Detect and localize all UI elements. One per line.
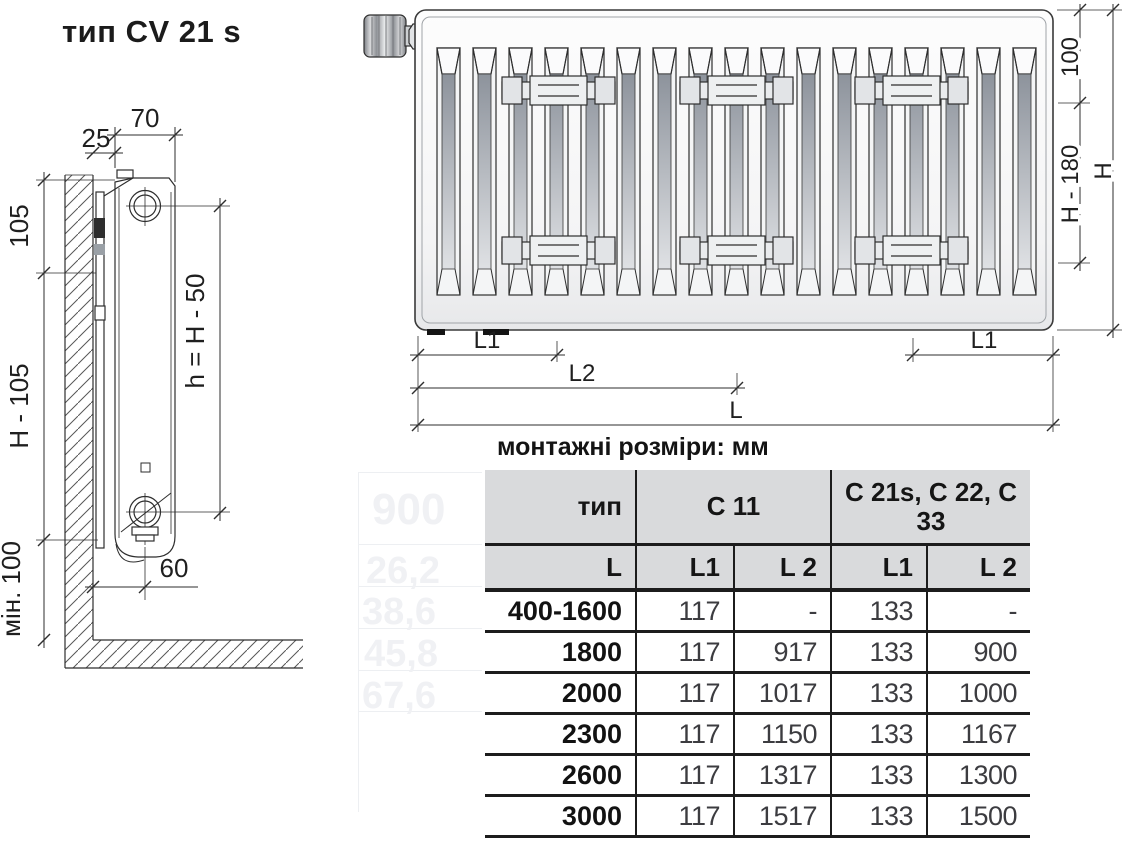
cell-c21-l2: 1167 bbox=[926, 715, 1030, 756]
dim-l1-left-label: L1 bbox=[474, 327, 501, 354]
dim-h105-label: H - 105 bbox=[4, 363, 34, 448]
watermark-line bbox=[358, 670, 482, 671]
dim-l-label: L bbox=[729, 397, 742, 424]
dim-70-label: 70 bbox=[131, 103, 160, 133]
page-title: тип CV 21 s bbox=[62, 14, 242, 49]
radiator-foot bbox=[483, 329, 509, 335]
cell-c21-l2: 900 bbox=[926, 633, 1030, 674]
watermark-value: 900 bbox=[372, 485, 446, 534]
subheader-l: L bbox=[485, 546, 635, 592]
cell-c11-l1: 117 bbox=[635, 797, 733, 838]
cell-c21-l1: 133 bbox=[830, 715, 926, 756]
watermark-value: 45,8 bbox=[364, 633, 438, 675]
subheader-c11-l1: L1 bbox=[635, 546, 733, 592]
subheader-c21-l1: L1 bbox=[830, 546, 926, 592]
dim-100-label: 100 bbox=[1057, 37, 1084, 77]
dim-h180-label: H - 180 bbox=[1057, 145, 1084, 224]
cell-c11-l2: - bbox=[733, 592, 830, 633]
radiator-side-profile bbox=[94, 169, 230, 563]
radiator-foot bbox=[427, 329, 445, 335]
cell-c21-l2: - bbox=[926, 592, 1030, 633]
col-header-c21s-c22-c33: C 21s, C 22, C 33 bbox=[830, 470, 1030, 546]
cell-c21-l2: 1300 bbox=[926, 756, 1030, 797]
row-label: 2000 bbox=[485, 674, 635, 715]
cell-c11-l2: 1150 bbox=[733, 715, 830, 756]
front-dimensions bbox=[410, 3, 1122, 432]
row-label: 1800 bbox=[485, 633, 635, 674]
watermark-line bbox=[358, 628, 482, 629]
cell-c21-l1: 133 bbox=[830, 756, 926, 797]
watermark-line bbox=[358, 472, 359, 812]
dim-min100-label: мін. 100 bbox=[0, 541, 26, 637]
cell-c11-l2: 1017 bbox=[733, 674, 830, 715]
side-view-diagram: 70 25 60 105 H - 105 мін. 100 h = H - 50 bbox=[0, 103, 303, 669]
watermark-line bbox=[358, 472, 482, 473]
cell-c11-l2: 1317 bbox=[733, 756, 830, 797]
mounting-dimensions-table: тип C 11 C 21s, C 22, C 33 L L1 L 2 L1 L… bbox=[485, 470, 1030, 838]
dim-60-label: 60 bbox=[160, 553, 189, 583]
row-label: 2600 bbox=[485, 756, 635, 797]
dim-25-label: 25 bbox=[82, 123, 111, 153]
col-header-type: тип bbox=[485, 470, 635, 546]
table-title: монтажні розміри: мм bbox=[497, 433, 769, 461]
cell-c11-l2: 917 bbox=[733, 633, 830, 674]
cell-c11-l1: 117 bbox=[635, 633, 733, 674]
cell-c11-l1: 117 bbox=[635, 756, 733, 797]
cell-c11-l2: 1517 bbox=[733, 797, 830, 838]
col-header-c11: C 11 bbox=[635, 470, 830, 546]
dim-h-label: H bbox=[1090, 162, 1117, 179]
subheader-c21-l2: L 2 bbox=[926, 546, 1030, 592]
subheader-c11-l2: L 2 bbox=[733, 546, 830, 592]
watermark-line bbox=[358, 711, 482, 712]
wall-bracket bbox=[95, 191, 105, 549]
cell-c21-l2: 1500 bbox=[926, 797, 1030, 838]
cell-c21-l1: 133 bbox=[830, 592, 926, 633]
watermark-value: 38,6 bbox=[362, 591, 436, 633]
watermark-line bbox=[358, 544, 482, 545]
row-label: 3000 bbox=[485, 797, 635, 838]
watermark-value: 26,2 bbox=[366, 550, 440, 592]
cell-c21-l1: 133 bbox=[830, 633, 926, 674]
cell-c21-l2: 1000 bbox=[926, 674, 1030, 715]
cell-c11-l1: 117 bbox=[635, 715, 733, 756]
cell-c21-l1: 133 bbox=[830, 797, 926, 838]
row-label: 2300 bbox=[485, 715, 635, 756]
watermark-line bbox=[358, 586, 482, 587]
side-dimensions bbox=[36, 127, 227, 648]
row-label: 400-1600 bbox=[485, 592, 635, 633]
dim-105-label: 105 bbox=[4, 204, 34, 247]
front-view-diagram: L1 L1 L2 L 100 H - 180 H bbox=[363, 3, 1122, 432]
wall-floor-hatch bbox=[65, 175, 303, 668]
cell-c11-l1: 117 bbox=[635, 674, 733, 715]
cell-c21-l1: 133 bbox=[830, 674, 926, 715]
dim-h-formula-label: h = H - 50 bbox=[180, 274, 210, 389]
watermark-value: 67,6 bbox=[362, 675, 436, 717]
dim-l2-label: L2 bbox=[569, 360, 596, 387]
cell-c11-l1: 117 bbox=[635, 592, 733, 633]
dim-l1-right-label: L1 bbox=[971, 327, 998, 354]
